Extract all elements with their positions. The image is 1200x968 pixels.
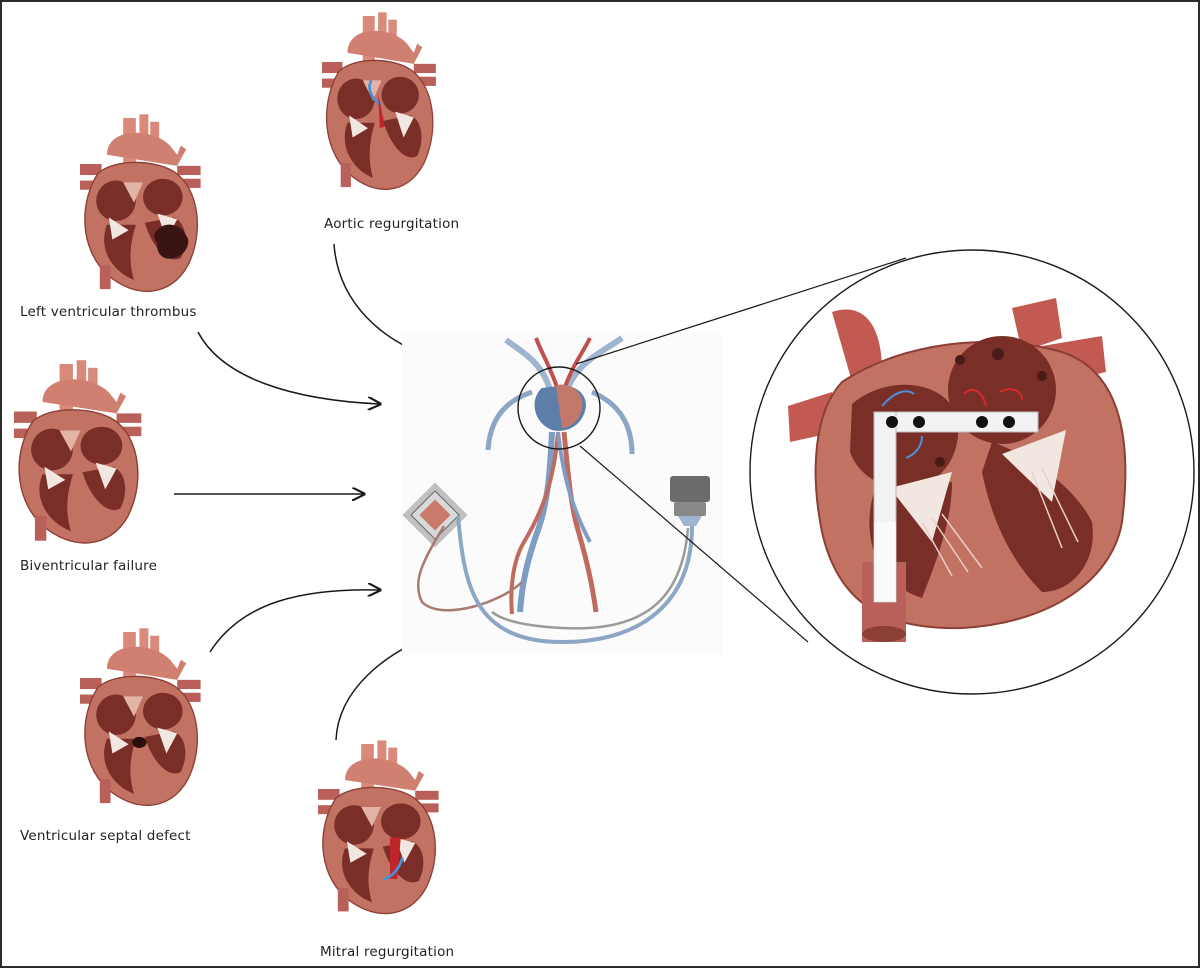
heart-biventricular-failure bbox=[13, 359, 143, 544]
label-ventricular-septal-defect: Ventricular septal defect bbox=[20, 828, 191, 844]
label-left-ventricular-thrombus: Left ventricular thrombus bbox=[20, 304, 197, 320]
label-biventricular-failure: Biventricular failure bbox=[20, 558, 158, 574]
heart-ventricular-septal-defect bbox=[79, 627, 202, 807]
zoomed-heart bbox=[749, 249, 1195, 695]
zoom-line-bottom bbox=[579, 445, 809, 643]
arrow-thrombus bbox=[197, 331, 380, 404]
label-aortic-regurgitation: Aortic regurgitation bbox=[324, 216, 460, 232]
arrow-septal bbox=[209, 590, 380, 653]
label-mitral-regurgitation: Mitral regurgitation bbox=[320, 944, 455, 960]
central-vascular-system bbox=[402, 332, 722, 654]
pump-unit bbox=[670, 476, 710, 526]
zoom-line-top bbox=[575, 257, 907, 365]
heart-mitral-regurgitation bbox=[317, 739, 440, 915]
heart-aortic-regurgitation bbox=[321, 11, 437, 191]
heart-left-ventricular-thrombus bbox=[79, 113, 202, 293]
pump-controller bbox=[402, 482, 468, 548]
